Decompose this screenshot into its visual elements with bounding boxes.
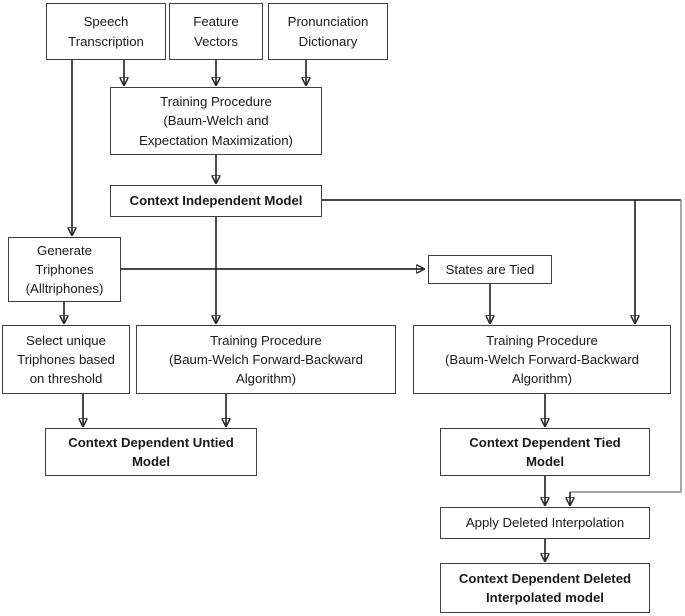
node-label: Training Procedure (Baum-Welch and Expec… — [139, 94, 293, 148]
node-label: Feature Vectors — [193, 14, 239, 49]
node-label: Context Dependent Tied Model — [469, 434, 621, 469]
node-context-independent-model[interactable]: Context Independent Model — [110, 185, 322, 217]
node-training-procedure-baum-welch-em[interactable]: Training Procedure (Baum-Welch and Expec… — [110, 87, 322, 155]
node-label: Context Independent Model — [129, 193, 303, 209]
node-context-dependent-untied-model[interactable]: Context Dependent Untied Model — [45, 428, 257, 476]
node-states-are-tied[interactable]: States are Tied — [428, 255, 552, 284]
node-context-dependent-deleted-interpolated-model[interactable]: Context Dependent Deleted Interpolated m… — [440, 563, 650, 613]
node-label: Context Dependent Untied Model — [68, 434, 234, 469]
node-label: Context Dependent Deleted Interpolated m… — [458, 570, 632, 605]
node-label: Select unique Triphones based on thresho… — [17, 332, 115, 387]
node-generate-triphones[interactable]: Generate Triphones (Alltriphones) — [8, 237, 121, 302]
node-label: Pronunciation Dictionary — [287, 14, 369, 49]
node-training-procedure-tied[interactable]: Training Procedure (Baum-Welch Forward-B… — [413, 325, 671, 394]
node-select-unique-triphones[interactable]: Select unique Triphones based on thresho… — [2, 325, 130, 394]
node-label: Speech Transcription — [68, 14, 144, 49]
node-apply-deleted-interpolation[interactable]: Apply Deleted Interpolation — [440, 507, 650, 539]
node-label: Apply Deleted Interpolation — [465, 515, 625, 531]
node-training-procedure-untied[interactable]: Training Procedure (Baum-Welch Forward-B… — [136, 325, 396, 394]
edge-ci-model-feedback-trunk — [570, 200, 682, 493]
node-speech-transcription[interactable]: Speech Transcription — [46, 3, 166, 60]
node-feature-vectors[interactable]: Feature Vectors — [169, 3, 263, 60]
node-label: Generate Triphones (Alltriphones) — [25, 242, 104, 297]
node-label: States are Tied — [445, 261, 535, 277]
node-label: Training Procedure (Baum-Welch Forward-B… — [445, 332, 639, 387]
node-label: Training Procedure (Baum-Welch Forward-B… — [169, 332, 363, 387]
node-context-dependent-tied-model[interactable]: Context Dependent Tied Model — [440, 428, 650, 476]
node-pronunciation-dictionary[interactable]: Pronunciation Dictionary — [268, 3, 388, 60]
